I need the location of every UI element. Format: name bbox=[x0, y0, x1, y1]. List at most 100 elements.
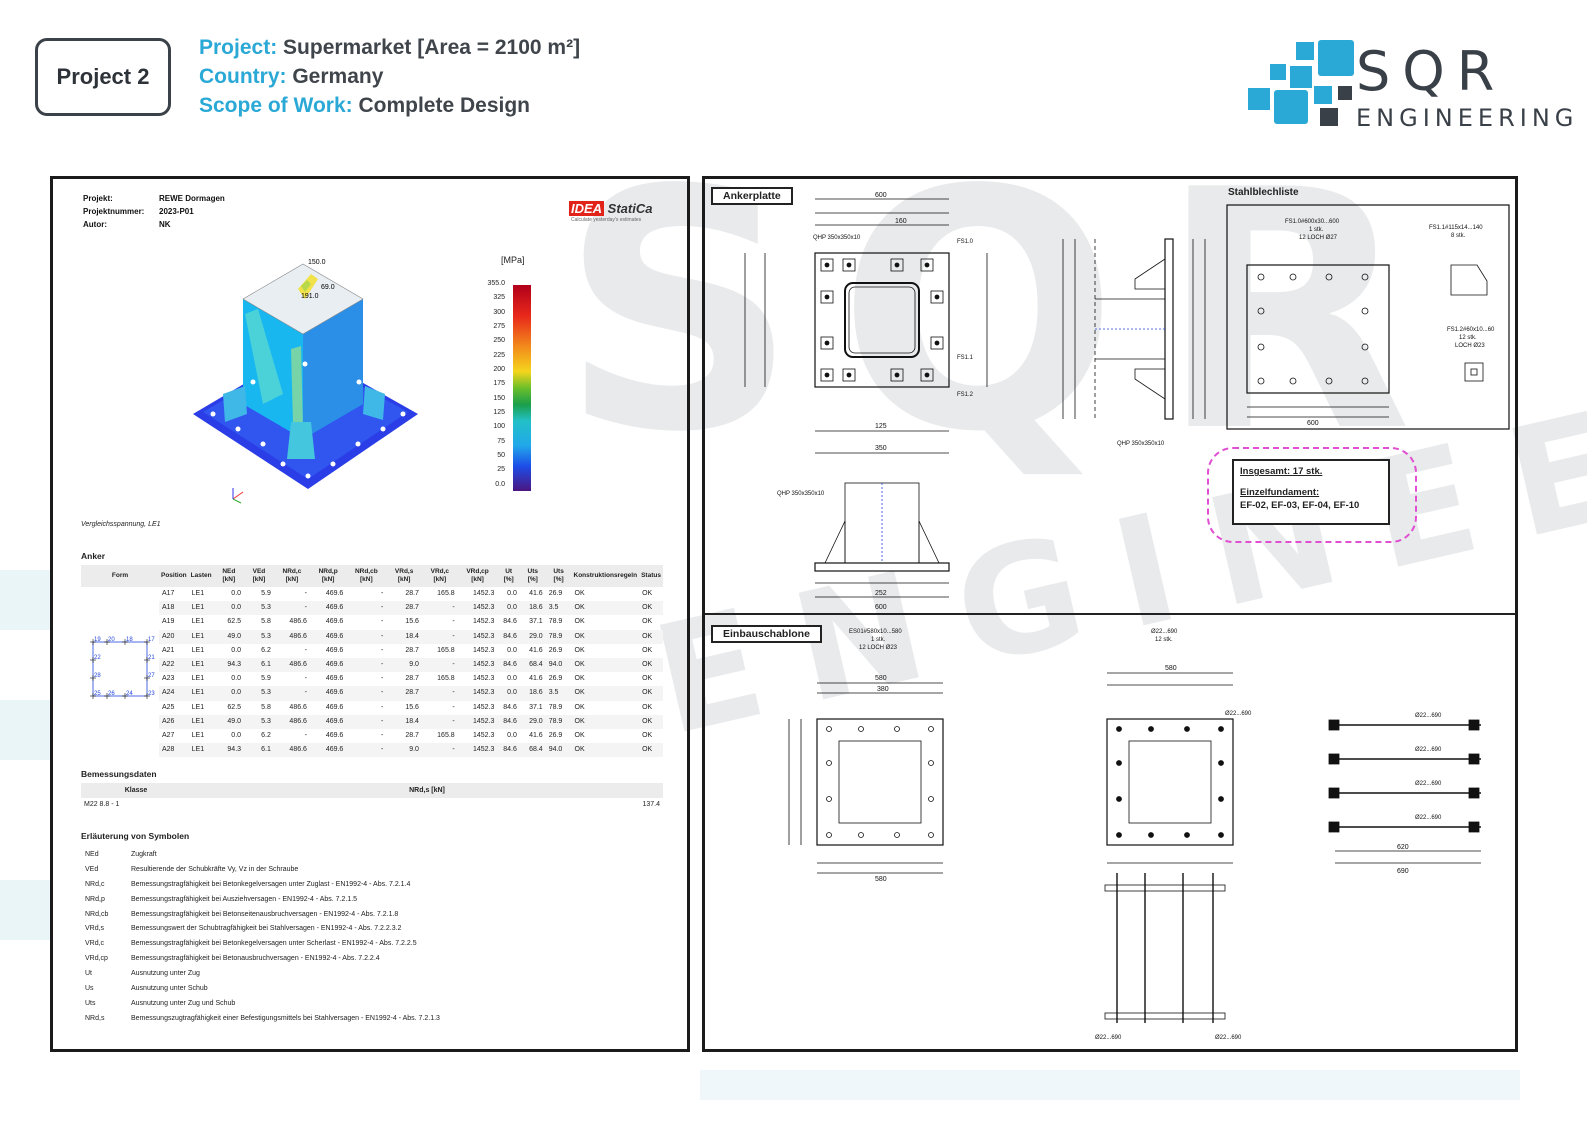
table-cell: 0.0 bbox=[231, 675, 242, 683]
table-cell: 6.1 bbox=[244, 657, 274, 673]
anker-header: Uts [%] bbox=[519, 565, 546, 587]
meta-row: Autor:NK bbox=[83, 218, 225, 231]
symbol-description: Bemessungstragfähigkeit bei Betonseitena… bbox=[131, 910, 399, 918]
table-cell: A28 bbox=[159, 743, 189, 758]
table-cell: A20 bbox=[159, 629, 189, 644]
table-cell: LE1 bbox=[188, 657, 214, 673]
summary-box: Insgesamt: 17 stk. Einzelfundament: EF-0… bbox=[1232, 459, 1390, 525]
country-value: Germany bbox=[292, 65, 384, 88]
table-cell: 1452.3 bbox=[457, 743, 498, 758]
svg-text:1 stk.: 1 stk. bbox=[1309, 227, 1324, 233]
svg-text:12 stk.: 12 stk. bbox=[1155, 637, 1173, 643]
summary-highlight-cloud bbox=[1207, 447, 1417, 543]
svg-text:580: 580 bbox=[1165, 665, 1177, 672]
table-cell: OK bbox=[639, 629, 663, 644]
anker-heading: Anker bbox=[81, 551, 106, 561]
table-cell: OK bbox=[642, 703, 653, 711]
table-cell: 18.6 bbox=[519, 601, 546, 616]
table-cell: 469.6 bbox=[309, 601, 347, 616]
svg-text:12 LOCH Ø27: 12 LOCH Ø27 bbox=[1299, 235, 1338, 241]
table-cell: - bbox=[346, 714, 387, 729]
svg-text:580: 580 bbox=[875, 876, 887, 883]
fe-stress-plot: 150.0 69.0 191.0 bbox=[193, 259, 418, 504]
table-cell: OK bbox=[639, 743, 663, 758]
table-cell: OK bbox=[571, 743, 640, 758]
svg-text:FS1.0#600x30...600: FS1.0#600x30...600 bbox=[1285, 219, 1340, 225]
table-cell: A23 bbox=[162, 675, 175, 683]
summary-foundation-label: Einzelfundament: bbox=[1240, 487, 1320, 498]
summary-foundation-list: EF-02, EF-03, EF-04, EF-10 bbox=[1240, 500, 1360, 511]
table-cell: 41.6 bbox=[529, 675, 543, 683]
table-cell: 469.6 bbox=[325, 731, 344, 739]
svg-text:Ø22...690: Ø22...690 bbox=[1225, 711, 1252, 717]
svg-text:23: 23 bbox=[148, 691, 155, 697]
anker-header: Lasten bbox=[188, 565, 214, 587]
table-cell: 68.4 bbox=[519, 657, 546, 673]
table-cell: 3.5 bbox=[545, 686, 572, 701]
svg-text:12 LOCH Ø23: 12 LOCH Ø23 bbox=[859, 645, 898, 651]
table-cell: OK bbox=[574, 646, 585, 654]
scope-key: Scope of Work: bbox=[199, 94, 353, 117]
svg-text:8 stk.: 8 stk. bbox=[1451, 233, 1466, 239]
symbol-description: Ausnutzung unter Schub bbox=[131, 984, 208, 992]
anker-header: VRd,c [kN] bbox=[421, 565, 458, 587]
table-cell: 9.0 bbox=[386, 657, 422, 673]
table-cell: - bbox=[421, 657, 458, 673]
svg-text:20: 20 bbox=[108, 637, 115, 643]
svg-text:Ø22...690: Ø22...690 bbox=[1415, 781, 1442, 787]
svg-text:QHP 350x350x10: QHP 350x350x10 bbox=[813, 235, 861, 241]
table-cell: 469.6 bbox=[325, 618, 344, 626]
table-cell: 5.8 bbox=[261, 618, 271, 626]
logo-wordmark: SQR bbox=[1356, 40, 1507, 103]
table-cell: - bbox=[421, 743, 458, 758]
table-cell: 0.0 bbox=[231, 646, 242, 654]
svg-text:28: 28 bbox=[94, 673, 101, 679]
table-cell: 5.3 bbox=[244, 629, 274, 644]
table-cell: - bbox=[380, 703, 384, 711]
svg-text:19: 19 bbox=[94, 637, 101, 643]
axis-triad-icon bbox=[232, 488, 244, 504]
table-cell: 94.3 bbox=[213, 657, 245, 673]
legend-unit: [MPa] bbox=[501, 255, 525, 265]
table-cell: 84.6 bbox=[497, 657, 520, 673]
table-cell: 41.6 bbox=[529, 590, 543, 598]
table-cell: - bbox=[421, 601, 458, 616]
table-cell: 486.6 bbox=[273, 743, 310, 758]
table-cell: LE1 bbox=[191, 731, 205, 739]
table-cell: OK bbox=[642, 618, 653, 626]
table-cell: 6.2 bbox=[261, 646, 271, 654]
legend-tick: 325 bbox=[493, 294, 505, 302]
table-cell: LE1 bbox=[191, 590, 205, 598]
table-cell: 49.0 bbox=[213, 714, 245, 729]
svg-text:FS1.1: FS1.1 bbox=[957, 355, 974, 361]
legend-tick: 50 bbox=[497, 452, 505, 460]
svg-text:LOCH Ø23: LOCH Ø23 bbox=[1455, 343, 1485, 349]
table-cell: A17 bbox=[162, 590, 175, 598]
table-cell: 469.6 bbox=[309, 629, 347, 644]
table-cell: OK bbox=[639, 601, 663, 616]
table-cell: 5.3 bbox=[244, 686, 274, 701]
drawing-panel: Ankerplatte Stahlblechliste 600 160 QHP … bbox=[702, 176, 1518, 1052]
table-cell: 84.6 bbox=[497, 743, 520, 758]
svg-text:QHP 350x350x10: QHP 350x350x10 bbox=[1117, 441, 1165, 447]
table-cell: LE1 bbox=[191, 618, 205, 626]
bem-header-klasse: Klasse bbox=[81, 783, 191, 798]
table-cell: 1452.3 bbox=[472, 703, 495, 711]
table-cell: 469.6 bbox=[325, 703, 344, 711]
table-cell: 15.6 bbox=[405, 618, 419, 626]
symbol-code: VRd,s bbox=[85, 925, 105, 933]
table-cell: 5.8 bbox=[261, 703, 271, 711]
table-cell: 0.0 bbox=[507, 675, 517, 683]
table-cell: OK bbox=[639, 714, 663, 729]
